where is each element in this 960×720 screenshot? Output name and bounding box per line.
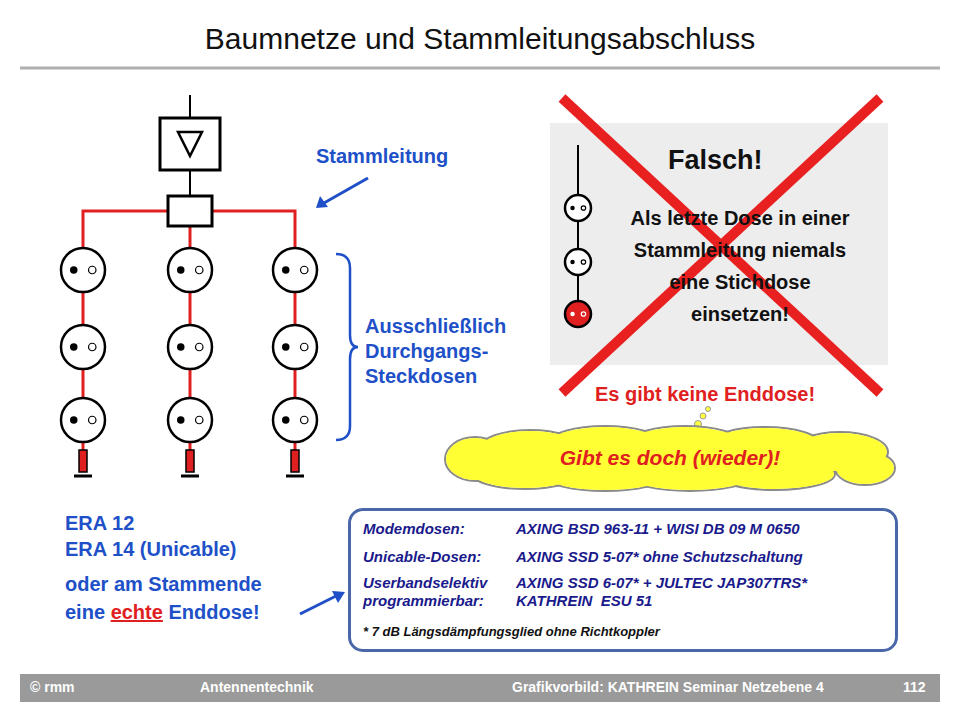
leader-arrow bbox=[300, 596, 336, 614]
panel-heading: Falsch! bbox=[668, 145, 763, 176]
socket-pin bbox=[570, 206, 574, 210]
amplifier-symbol bbox=[178, 132, 202, 156]
socket-hole bbox=[581, 206, 585, 210]
through-socket bbox=[565, 249, 591, 275]
socket-pin bbox=[177, 266, 184, 273]
socket-hole bbox=[196, 416, 203, 423]
terminator-resistor bbox=[186, 450, 194, 472]
era-label: ERA 14 (Unicable) bbox=[65, 538, 237, 561]
leader-arrow bbox=[324, 178, 368, 203]
footer-text: Grafikvorbild: KATHREIN Seminar Netzeben… bbox=[512, 679, 824, 695]
title: Baumnetze und Stammleitungsabschluss bbox=[0, 22, 960, 56]
socket-pin bbox=[570, 312, 574, 316]
title-rule bbox=[20, 67, 940, 70]
trunk-lines bbox=[83, 211, 295, 455]
footnote: * 7 dB Längsdämpfungsglied ohne Richtkop… bbox=[363, 623, 660, 641]
trunk-line bbox=[577, 145, 579, 301]
through-socket bbox=[61, 398, 105, 442]
terminator-resistor bbox=[79, 450, 87, 472]
through-socket bbox=[565, 195, 591, 221]
thought-bubbles bbox=[695, 407, 711, 428]
splitter-box bbox=[168, 196, 212, 226]
socket-hole bbox=[581, 312, 585, 316]
through-socket bbox=[273, 248, 317, 292]
socket-pin bbox=[70, 266, 77, 273]
product-names: AXING BSD 963-11 + WISI DB 09 M 0650 bbox=[516, 520, 800, 538]
socket-hole bbox=[89, 416, 96, 423]
stammleitung-label: Stammleitung bbox=[316, 145, 448, 168]
socket-pin bbox=[177, 343, 184, 350]
highlight-word: echte bbox=[111, 601, 163, 623]
socket-pin bbox=[282, 343, 289, 350]
through-socket bbox=[168, 325, 212, 369]
input-cable bbox=[189, 95, 191, 118]
socket-pin bbox=[70, 343, 77, 350]
socket-hole bbox=[301, 343, 308, 350]
footer-text: © rmm bbox=[30, 679, 75, 695]
spur-socket bbox=[565, 301, 591, 327]
footer-text: Antennentechnik bbox=[200, 679, 314, 695]
socket-pin bbox=[570, 260, 574, 264]
through-socket bbox=[273, 398, 317, 442]
cloud-text: Gibt es doch (wieder)! bbox=[445, 446, 895, 470]
end-socket-note: oder am Stammende eineechteEnddose! bbox=[65, 570, 293, 626]
terminator-resistor bbox=[291, 450, 299, 472]
through-socket bbox=[168, 398, 212, 442]
socket-hole bbox=[89, 266, 96, 273]
socket-pin bbox=[70, 416, 77, 423]
cross-out-mark bbox=[562, 98, 880, 393]
thought-bubble bbox=[700, 413, 706, 419]
ground-symbol bbox=[286, 475, 304, 478]
socket-hole bbox=[581, 260, 585, 264]
socket-hole bbox=[301, 416, 308, 423]
socket-group bbox=[61, 248, 317, 476]
product-category: Userbandselektiv programmierbar: bbox=[363, 574, 513, 610]
socket-hole bbox=[196, 343, 203, 350]
socket-pin bbox=[282, 416, 289, 423]
brace bbox=[336, 254, 358, 440]
thought-cloud: Gibt es doch (wieder)! bbox=[445, 428, 895, 490]
amplifier-box bbox=[160, 118, 220, 170]
product-category: Modemdosen: bbox=[363, 520, 465, 538]
arrow-head bbox=[332, 591, 345, 603]
footer-bar bbox=[20, 674, 940, 702]
product-names: KATHREIN ESU 51 bbox=[516, 592, 652, 610]
through-socket bbox=[61, 248, 105, 292]
through-socket bbox=[61, 325, 105, 369]
socket-hole bbox=[196, 266, 203, 273]
no-end-socket-note: Es gibt keine Enddose! bbox=[595, 383, 815, 406]
socket-hole bbox=[301, 266, 308, 273]
product-names: AXING SSD 5-07* ohne Schutzschaltung bbox=[516, 548, 803, 566]
arrow-head bbox=[316, 196, 328, 208]
cross-out-mark bbox=[562, 98, 880, 393]
wrong-example-panel: Falsch! Als letzte Dose in einer Stammlei… bbox=[550, 123, 888, 365]
era-label: ERA 12 bbox=[65, 512, 134, 535]
socket-pin bbox=[282, 266, 289, 273]
note-text: Enddose! bbox=[168, 601, 259, 623]
ground-symbol bbox=[74, 475, 92, 478]
panel-warning: Als letzte Dose in einer Stammleitung ni… bbox=[622, 202, 858, 330]
through-socket bbox=[168, 248, 212, 292]
socket-pin bbox=[177, 416, 184, 423]
product-category: Unicable-Dosen: bbox=[363, 548, 481, 566]
footer-text: 112 bbox=[903, 679, 926, 695]
socket-note: Ausschließlich Durchgangs-Steckdosen bbox=[365, 314, 535, 389]
thought-bubble bbox=[706, 407, 711, 412]
amp-cable bbox=[189, 170, 191, 196]
socket-hole bbox=[89, 343, 96, 350]
product-names: AXING SSD 6-07* + JULTEC JAP307TRS* bbox=[516, 574, 807, 592]
through-socket bbox=[273, 325, 317, 369]
product-list-box: Modemdosen: AXING BSD 963-11 + WISI DB 09… bbox=[348, 508, 898, 652]
ground-symbol bbox=[181, 475, 199, 478]
